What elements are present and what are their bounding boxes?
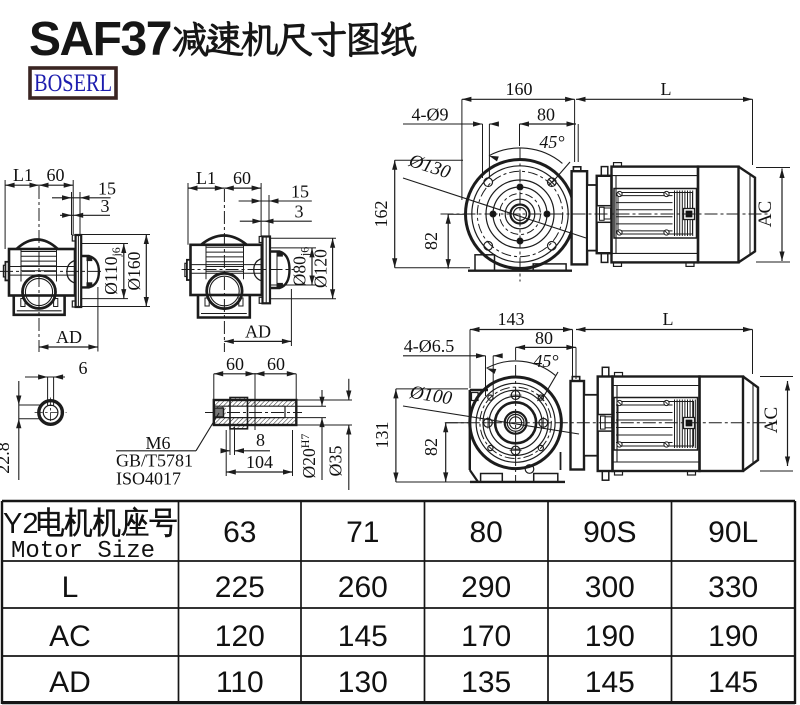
svg-text:Ø160: Ø160 xyxy=(124,251,144,290)
svg-text:110: 110 xyxy=(216,666,264,699)
svg-text:90L: 90L xyxy=(708,516,758,549)
svg-text:300: 300 xyxy=(585,571,635,604)
svg-text:AC: AC xyxy=(761,407,782,433)
svg-text:82: 82 xyxy=(421,438,441,456)
svg-text:45°: 45° xyxy=(539,132,564,152)
svg-text:162: 162 xyxy=(371,201,391,228)
svg-text:AD: AD xyxy=(49,666,91,699)
svg-text:60: 60 xyxy=(226,354,244,374)
svg-text:145: 145 xyxy=(585,666,635,699)
svg-text:120: 120 xyxy=(215,620,265,653)
svg-text:M6: M6 xyxy=(145,433,170,453)
svg-text:L1: L1 xyxy=(196,168,216,188)
svg-text:L: L xyxy=(661,79,672,99)
svg-text:L: L xyxy=(62,571,79,604)
svg-text:71: 71 xyxy=(346,516,379,549)
svg-text:Ø110j6: Ø110j6 xyxy=(101,247,123,295)
svg-text:15: 15 xyxy=(291,182,309,202)
svg-text:Motor Size: Motor Size xyxy=(11,538,155,565)
svg-text:190: 190 xyxy=(708,620,758,653)
svg-text:AD: AD xyxy=(56,327,82,347)
svg-text:60: 60 xyxy=(47,165,65,185)
svg-text:L: L xyxy=(663,309,674,329)
svg-text:15: 15 xyxy=(98,179,116,199)
svg-text:AC: AC xyxy=(49,620,91,653)
svg-text:Y2: Y2 xyxy=(3,508,38,540)
svg-text:Ø35: Ø35 xyxy=(326,446,346,477)
svg-text:160: 160 xyxy=(506,79,533,99)
svg-text:80: 80 xyxy=(470,516,503,549)
svg-text:45°: 45° xyxy=(533,351,558,371)
svg-text:290: 290 xyxy=(461,571,511,604)
svg-text:3: 3 xyxy=(295,202,304,222)
svg-text:170: 170 xyxy=(461,620,511,653)
svg-text:Ø120: Ø120 xyxy=(311,249,331,288)
svg-text:80: 80 xyxy=(537,105,555,125)
svg-text:8: 8 xyxy=(256,430,265,450)
svg-text:L1: L1 xyxy=(13,165,33,185)
svg-text:60: 60 xyxy=(267,354,285,374)
svg-text:AD: AD xyxy=(245,322,271,342)
svg-text:145: 145 xyxy=(708,666,758,699)
svg-text:60: 60 xyxy=(233,168,251,188)
svg-text:4-Ø9: 4-Ø9 xyxy=(412,105,449,125)
svg-text:82: 82 xyxy=(421,232,441,250)
svg-text:225: 225 xyxy=(215,571,265,604)
svg-text:104: 104 xyxy=(246,452,273,472)
svg-text:260: 260 xyxy=(338,571,388,604)
svg-text:ISO4017: ISO4017 xyxy=(116,469,181,489)
svg-text:4-Ø6.5: 4-Ø6.5 xyxy=(404,336,455,356)
svg-text:6: 6 xyxy=(79,358,88,378)
svg-text:80: 80 xyxy=(535,328,553,348)
svg-text:131: 131 xyxy=(372,422,392,449)
svg-text:GB/T5781: GB/T5781 xyxy=(116,451,193,471)
svg-text:Ø80j6: Ø80j6 xyxy=(290,247,312,286)
svg-text:AC: AC xyxy=(755,201,776,227)
svg-text:145: 145 xyxy=(338,620,388,653)
svg-text:135: 135 xyxy=(461,666,511,699)
svg-text:130: 130 xyxy=(338,666,388,699)
svg-text:SAF37: SAF37 xyxy=(29,13,171,66)
svg-text:90S: 90S xyxy=(583,516,636,549)
svg-text:22.8: 22.8 xyxy=(0,442,13,474)
svg-text:143: 143 xyxy=(498,309,525,329)
svg-text:190: 190 xyxy=(585,620,635,653)
svg-text:63: 63 xyxy=(223,516,256,549)
svg-text:3: 3 xyxy=(101,196,110,216)
svg-text:330: 330 xyxy=(708,571,758,604)
svg-text:BOSERL: BOSERL xyxy=(34,70,112,97)
